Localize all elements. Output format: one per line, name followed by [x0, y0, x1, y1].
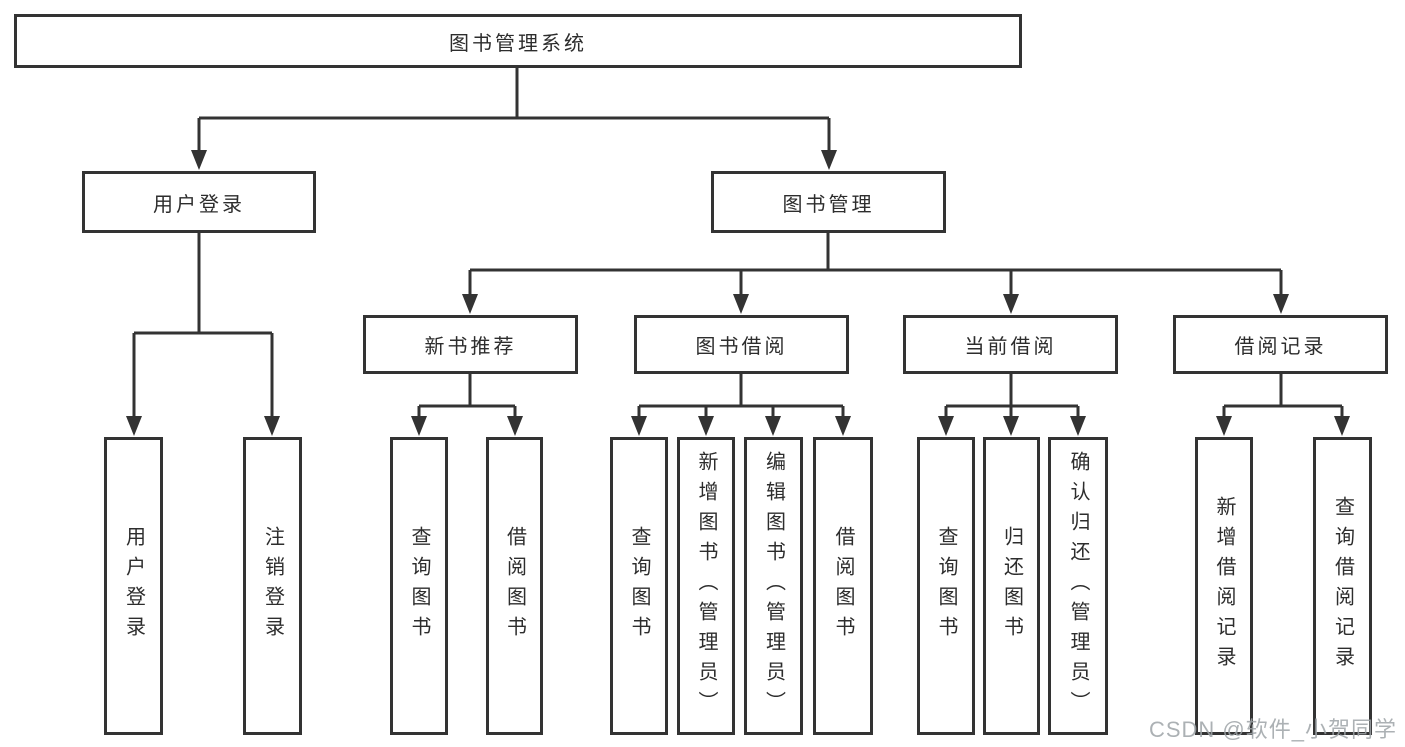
node-label: 图书借阅 [695, 336, 788, 358]
node-label: 新书推荐 [424, 336, 517, 358]
node-label: 用户登录 [122, 526, 145, 646]
node-book-management: 图书管理 [711, 171, 946, 233]
node-leaf-query-book-2: 查询图书 [610, 437, 668, 735]
node-borrow-records: 借阅记录 [1173, 315, 1388, 374]
node-new-book-recommend: 新书推荐 [363, 315, 578, 374]
node-label: 查询图书 [935, 526, 957, 646]
node-leaf-confirm-return-admin: 确认归还（管理员） [1048, 437, 1108, 735]
node-user-login: 用户登录 [82, 171, 316, 233]
node-label: 新增图书（管理员） [695, 451, 717, 721]
node-label: 查询图书 [628, 526, 650, 646]
node-leaf-query-book-3: 查询图书 [917, 437, 975, 735]
node-leaf-edit-book-admin: 编辑图书（管理员） [744, 437, 803, 735]
node-leaf-logout: 注销登录 [243, 437, 302, 735]
node-current-borrow: 当前借阅 [903, 315, 1118, 374]
node-leaf-query-book-1: 查询图书 [390, 437, 448, 735]
node-label: 用户登录 [153, 193, 245, 216]
node-label: 确认归还（管理员） [1067, 451, 1089, 721]
node-label: 新增借阅记录 [1213, 496, 1235, 676]
node-leaf-add-book-admin: 新增图书（管理员） [677, 437, 735, 735]
node-book-borrow: 图书借阅 [634, 315, 849, 374]
node-leaf-borrow-book-2: 借阅图书 [813, 437, 873, 735]
node-label: 借阅图书 [503, 526, 526, 646]
node-label: 借阅图书 [832, 526, 854, 646]
node-label: 归还图书 [1000, 526, 1023, 646]
node-leaf-return-book: 归还图书 [983, 437, 1040, 735]
node-leaf-add-borrow-record: 新增借阅记录 [1195, 437, 1253, 735]
node-label: 注销登录 [261, 526, 284, 646]
node-label: 当前借阅 [964, 336, 1057, 358]
node-label: 图书管理 [782, 193, 875, 216]
node-label: 借阅记录 [1234, 336, 1327, 358]
node-system-root: 图书管理系统 [14, 14, 1022, 68]
node-label: 查询借阅记录 [1331, 496, 1354, 676]
node-leaf-query-borrow-record: 查询借阅记录 [1313, 437, 1372, 735]
node-leaf-borrow-book-1: 借阅图书 [486, 437, 543, 735]
node-label: 图书管理系统 [449, 32, 587, 55]
node-label: 查询图书 [408, 526, 430, 646]
csdn-watermark: CSDN @软件_小贺同学 [1148, 717, 1397, 742]
node-leaf-user-login: 用户登录 [104, 437, 163, 735]
node-label: 编辑图书（管理员） [762, 451, 785, 721]
